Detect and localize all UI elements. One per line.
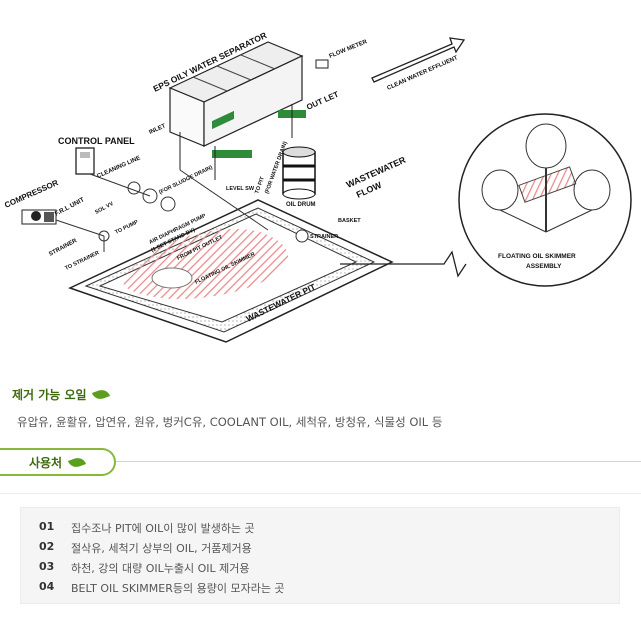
usage-item: 04 BELT OIL SKIMMER등의 용량이 모자라는 곳 [39,580,285,596]
detail-connector [340,250,467,278]
label-cleaning-line: CLEANING LINE [96,155,141,179]
label-assembly-2: ASSEMBLY [526,263,562,270]
label-outlet: OUT LET [305,90,340,112]
separator-tank [168,41,306,180]
usage-tab: 사용처 [0,448,116,476]
compressor [21,209,57,225]
skimmer-assembly-detail: FLOATING OIL SKIMMER ASSEMBLY [458,113,632,287]
label-basket-strainer: STRAINER [310,234,338,240]
system-diagram: EPS OILY WATER SEPARATOR FLOW METER CLEA… [3,30,632,343]
label-assembly-1: FLOATING OIL SKIMMER [498,253,576,260]
removable-oils-title-text: 제거 가능 오일 [12,388,87,402]
usage-item: 02 절삭유, 세척기 상부의 OIL, 거품제거용 [39,540,252,556]
label-sludge-drain: (FOR SLUDGE DRAIN) [158,165,214,196]
usage-item: 01 집수조나 PIT에 OIL이 많이 발생하는 곳 [39,520,255,536]
usage-item-number: 03 [39,560,55,573]
clean-water-arrow [315,37,466,83]
usage-item-text: 하천, 강의 대량 OIL누출시 OIL 제거용 [71,562,250,575]
label-level-sw: LEVEL SW [226,186,255,192]
label-oil-drum: OIL DRUM [286,202,316,208]
label-to-pump: TO PUMP [114,219,139,235]
oil-drum [282,146,316,200]
usage-item-number: 04 [39,580,55,593]
label-frl: F.R.L UNIT [54,196,86,217]
label-sol: SOL VV [94,201,115,216]
removable-oils-title: 제거 가능 오일 [12,386,110,403]
usage-item-number: 02 [39,540,55,553]
usage-item-number: 01 [39,520,55,533]
usage-tab-label: 사용처 [28,455,63,470]
usage-item-text: 절삭유, 세척기 상부의 OIL, 거품제거용 [71,542,252,555]
leaf-icon [91,387,110,402]
pumps [55,169,309,252]
usage-item-text: 집수조나 PIT에 OIL이 많이 발생하는 곳 [71,522,255,535]
label-compressor: COMPRESSOR [3,178,60,210]
label-flow-meter: FLOW METER [329,39,369,60]
label-basket: BASKET [338,218,361,224]
label-strainer: STRAINER [48,238,78,258]
usage-divider [116,461,641,462]
control-panel [75,147,95,175]
leaf-icon [68,455,87,469]
usage-item-text: BELT OIL SKIMMER등의 용량이 모자라는 곳 [71,582,285,595]
label-to-pit: TO PIT [254,175,266,194]
usage-item: 03 하천, 강의 대량 OIL누출시 OIL 제거용 [39,560,249,576]
label-to-strainer: TO STRAINER [64,250,100,272]
label-control-panel: CONTROL PANEL [58,136,135,146]
removable-oils-list: 유압유, 윤활유, 압연유, 원유, 벙커C유, COOLANT OIL, 세척… [17,415,443,429]
label-inlet: INLET [148,123,167,136]
usage-list: 01 집수조나 PIT에 OIL이 많이 발생하는 곳 02 절삭유, 세척기 … [20,507,620,604]
